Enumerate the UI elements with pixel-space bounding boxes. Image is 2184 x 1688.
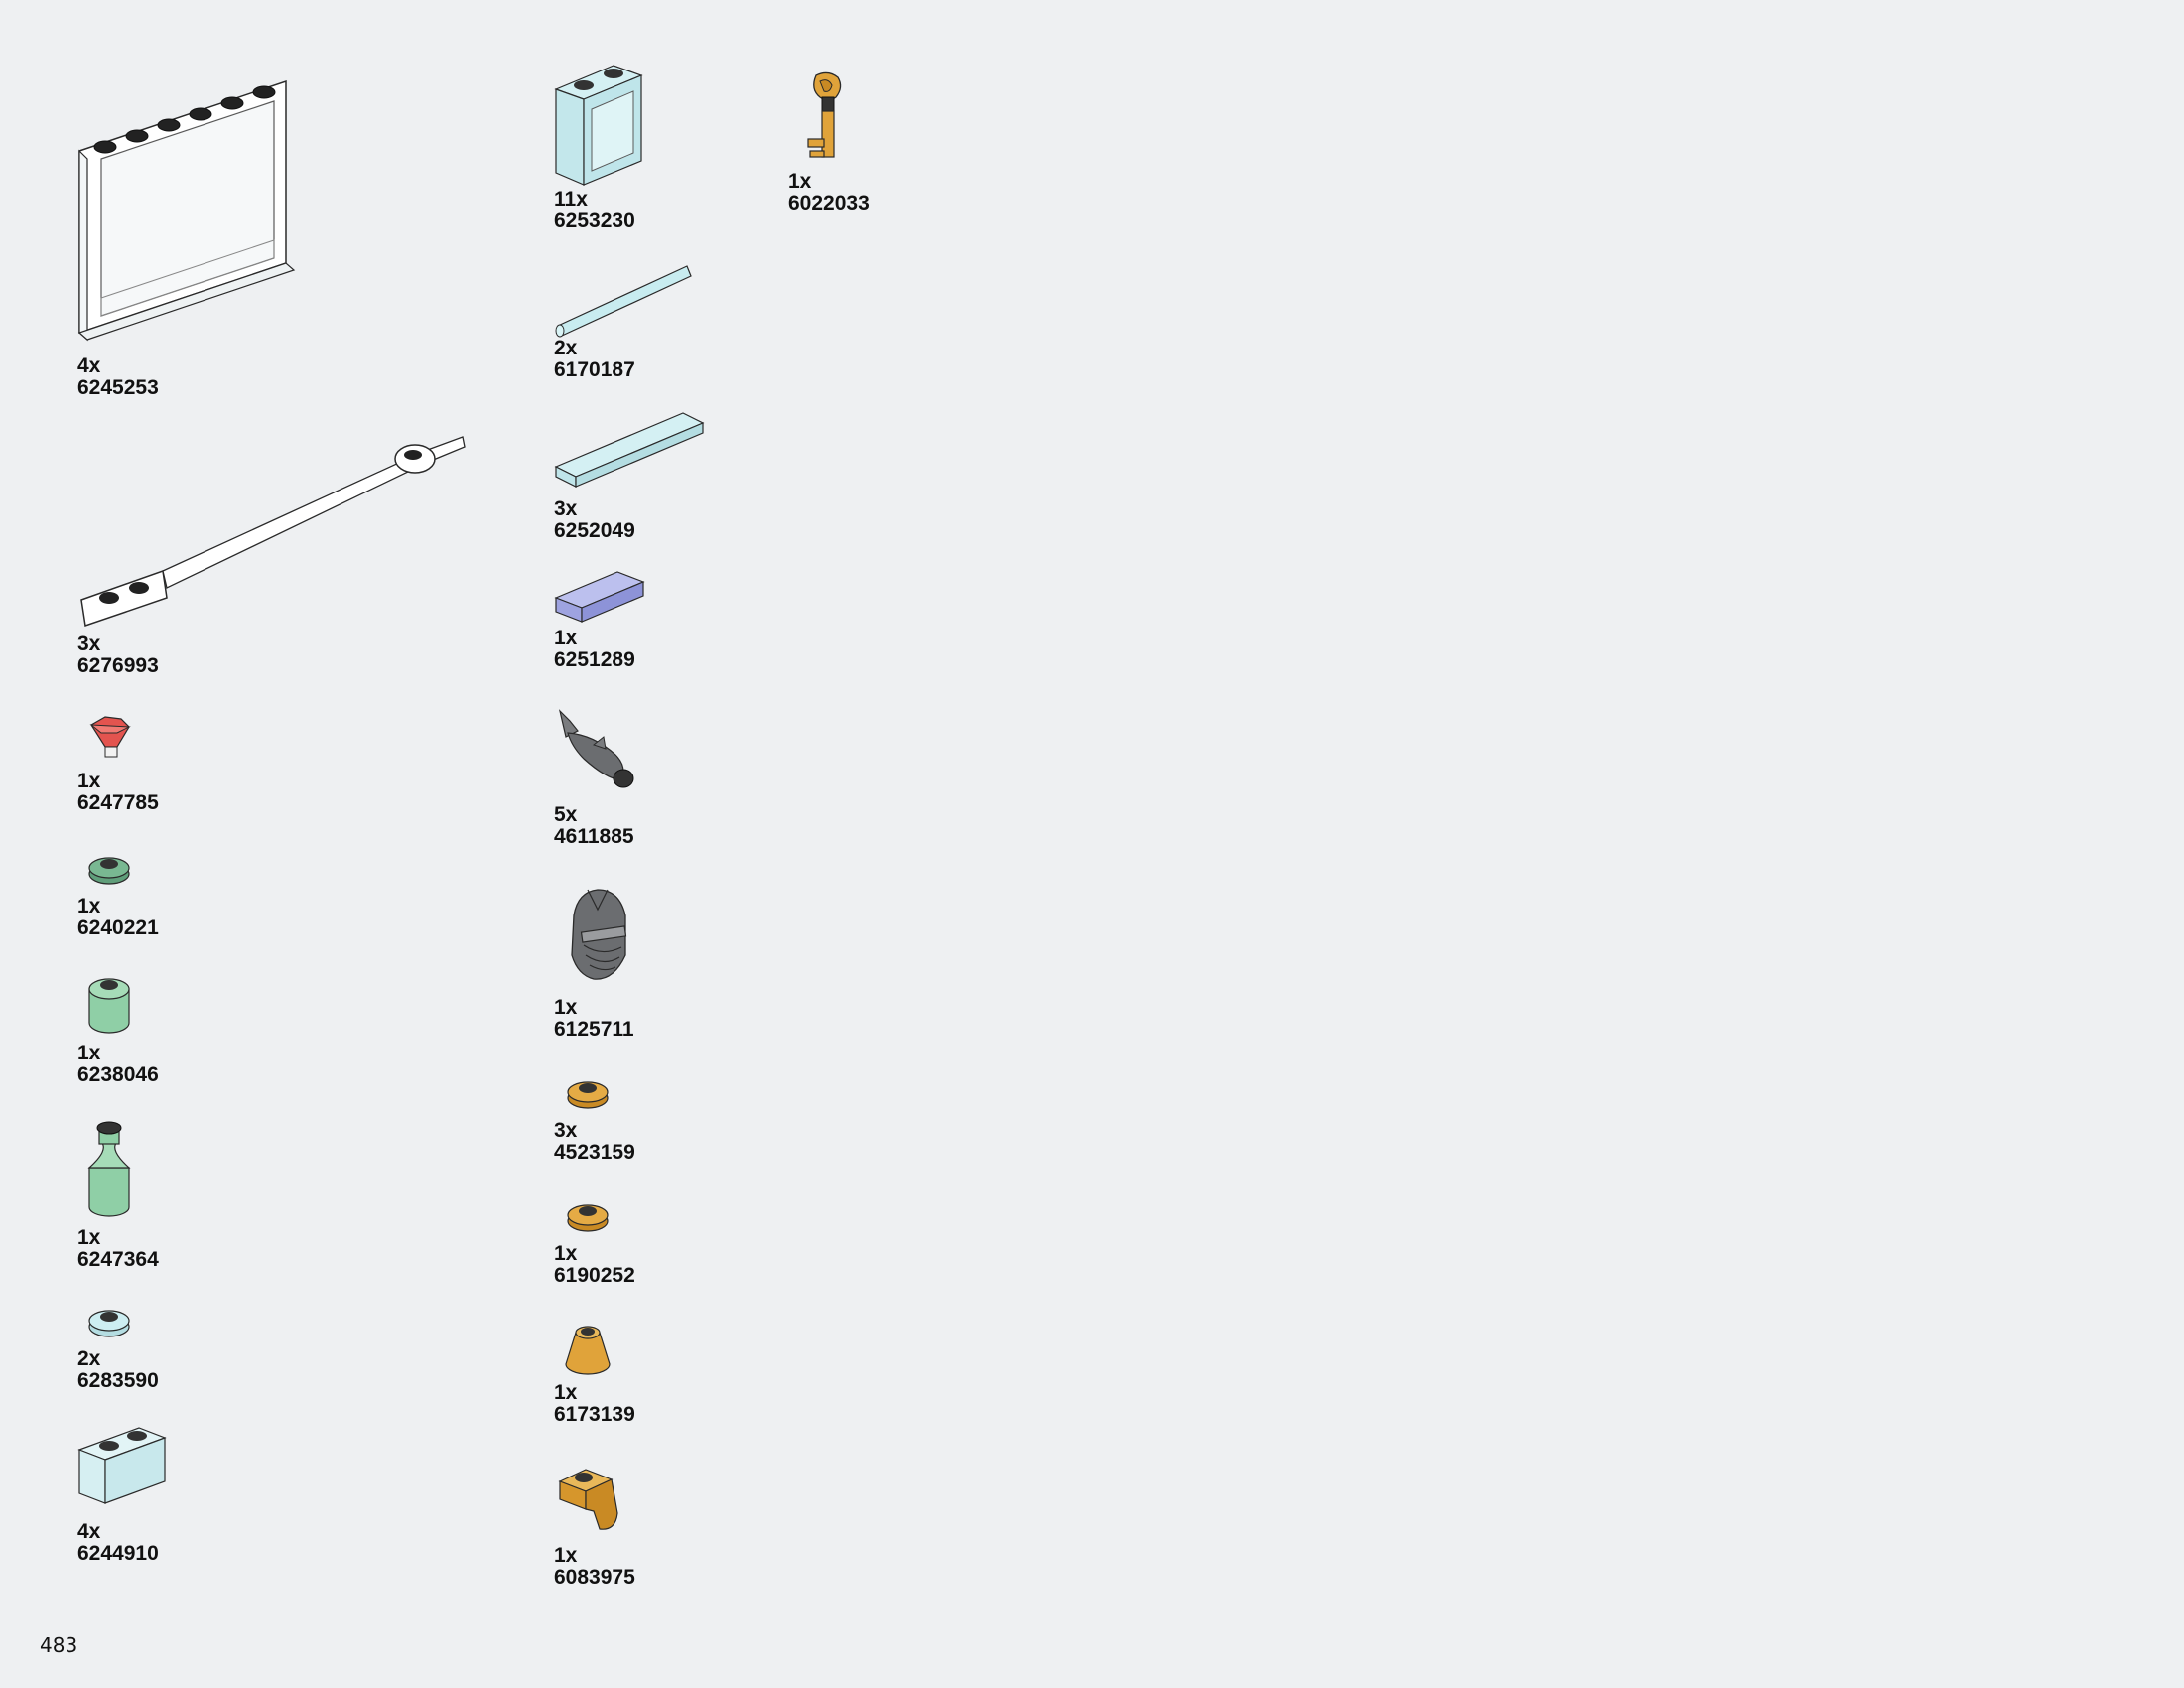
gold-round-plate-icon (567, 1081, 609, 1109)
part-qty: 1x (77, 770, 101, 792)
part-element-id: 6276993 (77, 654, 159, 677)
part-element-id: 6247785 (77, 791, 159, 814)
part-qty: 1x (554, 1242, 578, 1265)
part-element-id: 6251289 (554, 648, 635, 671)
trans-green-round-brick-icon (88, 978, 130, 1034)
part-qty: 1x (77, 895, 101, 917)
part-qty: 4x (77, 354, 101, 377)
part-6253230[interactable]: 11x 6253230 (554, 62, 693, 240)
trans-light-blue-window-icon (554, 65, 643, 186)
part-element-id: 6190252 (554, 1264, 635, 1287)
part-6251289[interactable]: 1x 6251289 (554, 568, 693, 677)
part-element-id: 6083975 (554, 1566, 635, 1589)
sand-green-round-plate-icon (88, 857, 130, 885)
part-element-id: 6125711 (554, 1018, 634, 1041)
part-6022033[interactable]: 1x 6022033 (788, 70, 927, 218)
part-6276993[interactable]: 3x 6276993 (77, 429, 475, 677)
part-qty: 11x (554, 188, 588, 211)
gold-round-plate-small-icon (567, 1204, 609, 1232)
part-6247785[interactable]: 1x 6247785 (77, 713, 197, 822)
part-qty: 3x (77, 633, 101, 655)
trans-clear-brick-1x2-icon (77, 1427, 167, 1504)
gold-key-icon (807, 71, 842, 158)
transparent-bar-with-plate-icon (80, 436, 466, 627)
part-6173139[interactable]: 1x 6173139 (554, 1321, 693, 1430)
part-qty: 1x (554, 1544, 578, 1567)
part-element-id: 6238046 (77, 1063, 159, 1086)
part-qty: 1x (554, 1381, 578, 1404)
trans-light-blue-tile-1x4-icon (554, 412, 705, 488)
part-qty: 2x (554, 337, 578, 359)
part-element-id: 6252049 (554, 519, 635, 542)
part-element-id: 6173139 (554, 1403, 635, 1426)
part-qty: 1x (77, 1226, 101, 1249)
part-element-id: 6170187 (554, 358, 635, 381)
part-6190252[interactable]: 1x 6190252 (554, 1197, 693, 1297)
part-6125711[interactable]: 1x 6125711 (554, 886, 693, 1045)
part-element-id: 6240221 (77, 916, 159, 939)
part-6083975[interactable]: 1x 6083975 (554, 1462, 693, 1591)
part-element-id: 6247364 (77, 1248, 159, 1271)
part-qty: 1x (77, 1042, 101, 1064)
trans-light-blue-bar-icon (555, 265, 692, 338)
part-element-id: 6244910 (77, 1542, 159, 1565)
part-qty: 1x (554, 627, 578, 649)
part-qty: 3x (554, 497, 578, 520)
part-4523159[interactable]: 3x 4523159 (554, 1074, 693, 1174)
part-6240221[interactable]: 1x 6240221 (77, 850, 197, 949)
transparent-frame-1x6x5-icon (77, 79, 296, 342)
part-qty: 1x (554, 996, 578, 1019)
trans-light-blue-round-plate-icon (88, 1310, 130, 1337)
part-6252049[interactable]: 3x 6252049 (554, 409, 723, 548)
part-6170187[interactable]: 2x 6170187 (554, 260, 713, 389)
part-qty: 4x (77, 1520, 101, 1543)
gold-cone-icon (565, 1326, 611, 1375)
gray-fish-icon (558, 709, 634, 788)
part-6247364[interactable]: 1x 6247364 (77, 1120, 197, 1279)
part-6244910[interactable]: 4x 6244910 (77, 1422, 197, 1565)
trans-purple-tile-1x2-icon (554, 571, 645, 623)
part-qty: 1x (788, 170, 812, 193)
gold-bracket-icon (558, 1469, 618, 1530)
part-4611885[interactable]: 5x 4611885 (554, 707, 693, 856)
part-element-id: 6253230 (554, 210, 635, 232)
part-6283590[interactable]: 2x 6283590 (77, 1303, 197, 1402)
gray-knight-helmet-icon (571, 889, 627, 980)
part-element-id: 4611885 (554, 825, 634, 848)
trans-red-gem-icon (89, 716, 131, 758)
part-qty: 3x (554, 1119, 578, 1142)
part-element-id: 6022033 (788, 192, 870, 214)
part-6245253[interactable]: 4x 6245253 (77, 60, 296, 399)
part-element-id: 6283590 (77, 1369, 159, 1392)
part-element-id: 4523159 (554, 1141, 635, 1164)
part-qty: 2x (77, 1347, 101, 1370)
part-element-id: 6245253 (77, 376, 159, 399)
part-6238046[interactable]: 1x 6238046 (77, 973, 197, 1092)
page-number: 483 (40, 1633, 78, 1657)
trans-green-bottle-icon (87, 1121, 131, 1217)
part-qty: 5x (554, 803, 578, 826)
